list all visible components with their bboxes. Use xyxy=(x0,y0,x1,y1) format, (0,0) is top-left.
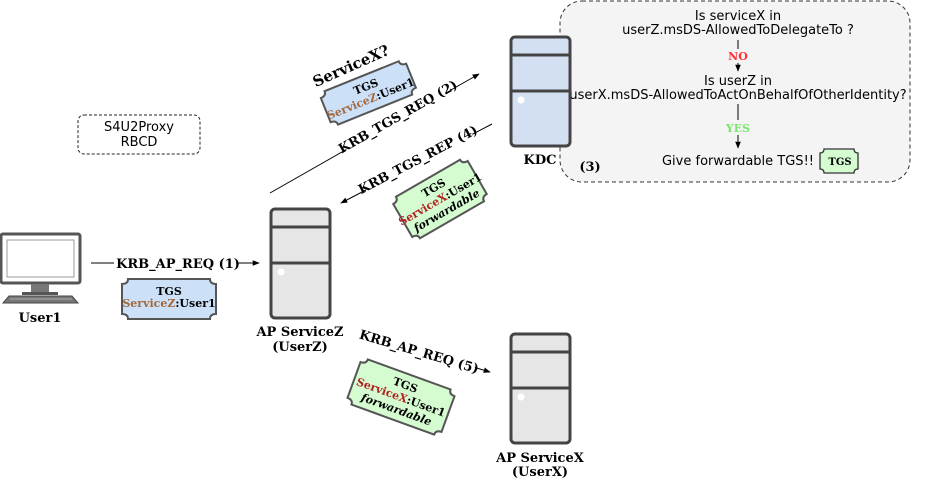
legend-s4u2proxy: S4U2Proxy xyxy=(104,120,174,135)
kdc-q2-line1: Is userZ in xyxy=(704,74,772,89)
kdc-server-icon xyxy=(509,35,572,148)
svg-text:TGS: TGS xyxy=(156,285,182,298)
user1-computer-icon xyxy=(0,232,82,304)
small-tgs-ticket: TGS xyxy=(819,148,859,174)
kdc-q1-line1: Is serviceX in xyxy=(695,9,781,24)
kdc-yes-label: YES xyxy=(725,122,750,135)
kdc-result: Give forwardable TGS!! xyxy=(662,154,814,169)
service-x-label-line1: AP ServiceX xyxy=(495,451,585,466)
svg-text:TGS: TGS xyxy=(828,157,851,168)
svg-text:ServiceZ:User1: ServiceZ:User1 xyxy=(122,297,215,310)
label-ap-req-1: KRB_AP_REQ (1) xyxy=(116,257,240,272)
kdc-label: KDC xyxy=(524,153,557,168)
ticket-2: TGS ServiceZ:User1 xyxy=(319,59,418,126)
kdc-decision-box: Is serviceX in userZ.msDS-AllowedToDeleg… xyxy=(559,0,911,183)
service-z-label-line1: AP ServiceZ xyxy=(255,325,344,340)
service-x-server-icon xyxy=(509,332,572,445)
kdc-q1-line2: userZ.msDS-AllowedToDelegateTo ? xyxy=(622,23,854,38)
kdc-step-3: (3) xyxy=(579,160,600,175)
service-z-server-icon xyxy=(269,207,332,320)
user1-label: User1 xyxy=(19,311,62,326)
legend-rbcd: RBCD xyxy=(121,135,158,150)
ticket-5: TGS ServiceX:User1 forwardable xyxy=(346,358,456,436)
service-z-label-line2: (UserZ) xyxy=(272,340,328,355)
service-x-label-line2: (UserX) xyxy=(512,465,568,480)
legend-box: S4U2Proxy RBCD xyxy=(77,114,201,155)
ticket-1: TGS ServiceZ:User1 xyxy=(121,278,217,320)
kdc-no-label: NO xyxy=(728,50,748,63)
kdc-q2-line2: userX.msDS-AllowedToActOnBehalfOfOtherId… xyxy=(569,88,906,103)
